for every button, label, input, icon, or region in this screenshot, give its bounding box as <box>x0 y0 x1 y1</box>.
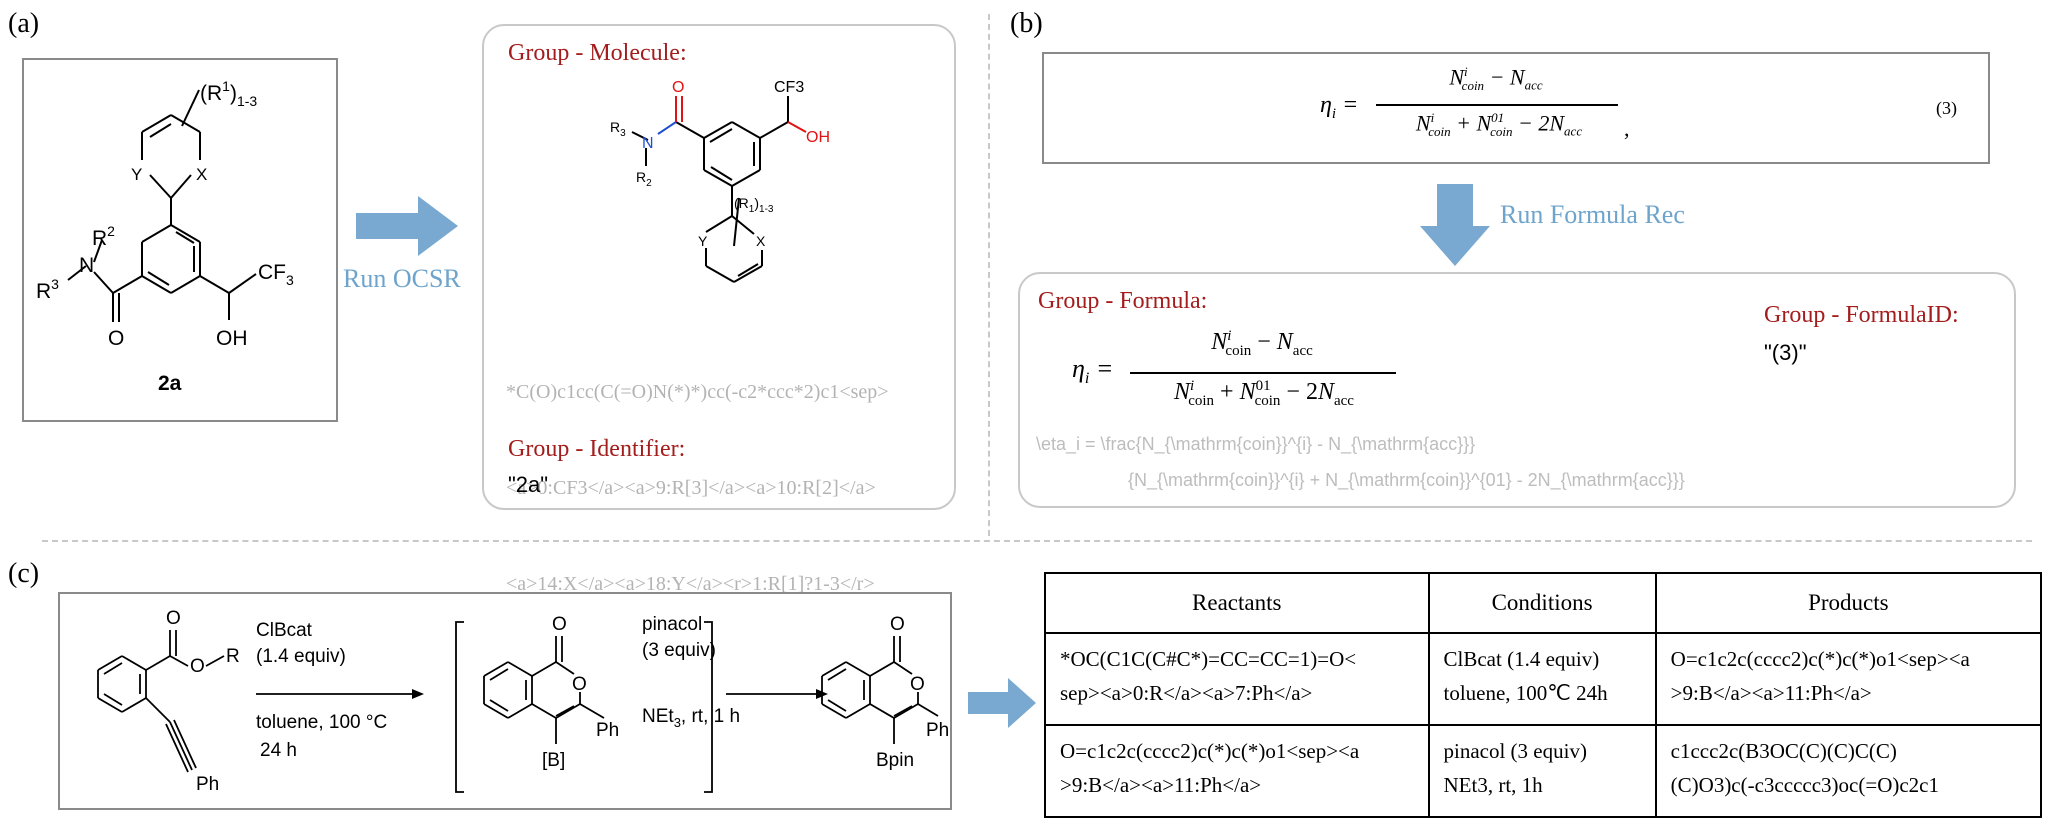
atom-o: O <box>910 674 925 695</box>
table-cell-conditions: ClBcat (1.4 equiv)toluene, 100℃ 24h <box>1427 632 1657 726</box>
atom-ph: Ph <box>926 720 949 741</box>
mol-atom-y: Y <box>698 233 708 249</box>
atom-o: O <box>572 674 587 695</box>
mol-atom-n: N <box>642 135 654 152</box>
smiles-line: <a>0:CF3</a><a>9:R[3]</a><a>10:R[2]</a> <box>506 477 876 499</box>
step2-reagent: pinacol <box>642 614 702 635</box>
atom-x: X <box>196 165 207 184</box>
run-ocsr-label: Run OCSR <box>343 264 461 293</box>
equation-number: (3) <box>1936 98 1957 118</box>
atom-o: O <box>166 608 181 629</box>
smiles-line: *C(O)c1cc(C(=O)N(*)*)cc(-c2*ccc*2)c1<sep… <box>506 381 889 403</box>
table-cell-products: c1ccc2c(B3OC(C)(C)C(C)(C)O3)c(-c3ccccc3)… <box>1654 724 2043 818</box>
vertical-divider <box>988 14 990 536</box>
atom-n: N <box>79 254 94 277</box>
table-row: O=c1c2c(cccc2)c(*)c(*)o1<sep><a>9:B</a><… <box>1044 724 2043 818</box>
step1-reagent: ClBcat <box>256 620 313 641</box>
atom-bpin: Bpin <box>876 750 914 771</box>
mol-atom-r3: R3 <box>610 119 626 139</box>
ocsr-result-card: Group - Molecule: <box>482 24 956 595</box>
column-header-reactants: Reactants <box>1044 572 1430 634</box>
run-formula-rec-arrow <box>1420 184 1490 266</box>
atom-r1: (R1)1-3 <box>200 78 257 109</box>
column-header-conditions: Conditions <box>1427 572 1657 634</box>
atom-ph: Ph <box>196 774 219 795</box>
reaction-image-frame: O O R Ph O O Ph [B] O O Ph Bpin ClBcat (… <box>58 592 952 810</box>
step1-equiv: (1.4 equiv) <box>256 646 346 667</box>
atom-o: O <box>552 614 567 635</box>
rendered-eq-numerator: Nicoin − Nacc <box>1211 328 1313 359</box>
panel-c-label: (c) <box>8 558 40 589</box>
mol-atom-oh: OH <box>806 129 830 146</box>
latex-line-2: {N_{\mathrm{coin}}^{i} + N_{\mathrm{coin… <box>1128 470 1685 490</box>
eq-comma: , <box>1624 116 1630 141</box>
compound-label-2a: 2a <box>158 372 182 395</box>
step1-time: 24 h <box>260 740 297 761</box>
eq-numerator: Nicoin − Nacc <box>1449 64 1543 93</box>
atom-r2: R2 <box>92 223 115 250</box>
mol-atom-cf3: CF3 <box>774 79 804 96</box>
rendered-eq-lhs: ηi = <box>1072 354 1114 388</box>
formula-result-card: Group - Formula: Group - FormulaID: "(3)… <box>1018 272 2016 508</box>
reaction-table: Reactants Conditions Products *OC(C1C(C#… <box>1044 572 2043 818</box>
identifier-value: "2a" <box>508 472 549 497</box>
group-molecule-title: Group - Molecule: <box>508 40 687 66</box>
run-formula-rec-label: Run Formula Rec <box>1500 200 1685 229</box>
table-cell-products: O=c1c2c(cccc2)c(*)c(*)o1<sep><a>9:B</a><… <box>1654 632 2043 726</box>
equation-image-frame: ηi = Nicoin − Nacc Nicoin + N01coin − 2N… <box>1042 52 1990 164</box>
table-cell-reactants: *OC(C1C(C#C*)=CC=CC=1)=O<sep><a>0:R</a><… <box>1044 632 1430 726</box>
eq-fraction-bar <box>1376 104 1618 106</box>
horizontal-divider <box>42 540 2032 542</box>
column-header-products: Products <box>1654 572 2043 634</box>
eq-lhs: ηi = <box>1320 92 1359 122</box>
mol-atom-r1: (R1)1-3 <box>734 195 774 215</box>
mol-atom-o: O <box>672 79 684 96</box>
mol-atom-x: X <box>756 233 766 249</box>
reaction-scheme: O O R Ph O O Ph [B] O O Ph Bpin ClBcat (… <box>97 608 949 795</box>
latex-line-1: \eta_i = \frac{N_{\mathrm{coin}}^{i} - N… <box>1036 434 1476 454</box>
atom-ph: Ph <box>596 720 619 741</box>
group-identifier-title: Group - Identifier: <box>508 436 686 462</box>
formulaid-value: "(3)" <box>1764 340 1807 365</box>
atom-oh: OH <box>216 327 248 350</box>
atom-y: Y <box>131 165 142 184</box>
table-row: *OC(C1C(C#C*)=CC=CC=1)=O<sep><a>0:R</a><… <box>1044 632 2043 726</box>
atom-b: [B] <box>542 750 565 771</box>
group-formulaid-title: Group - FormulaID: <box>1764 302 1959 328</box>
table-cell-reactants: O=c1c2c(cccc2)c(*)c(*)o1<sep><a>9:B</a><… <box>1044 724 1430 818</box>
mol-atom-r2: R2 <box>636 169 652 189</box>
table-cell-conditions: pinacol (3 equiv)NEt3, rt, 1h <box>1427 724 1657 818</box>
atom-r: R <box>226 646 240 667</box>
step2-equiv: (3 equiv) <box>642 640 716 661</box>
rendered-eq-denominator: Nicoin + N01coin − 2Nacc <box>1174 378 1354 409</box>
eq-denominator: Nicoin + N01coin − 2Nacc <box>1415 110 1583 139</box>
smiles-block: *C(O)c1cc(C(=O)N(*)*)cc(-c2*ccc*2)c1<sep… <box>506 312 889 664</box>
atom-o: O <box>890 614 905 635</box>
extract-table-arrow <box>968 678 1036 728</box>
atom-o: O <box>108 327 124 350</box>
ocsr-molecule-structure: O N R3 R2 CF3 OH (R1)1-3 Y X <box>610 79 830 283</box>
compound-2a-structure: Y X (R1)1-3 N R2 R3 O CF3 OH 2a <box>36 78 294 395</box>
group-formula-title: Group - Formula: <box>1038 288 1208 314</box>
rendered-eq-fraction-bar <box>1130 372 1396 374</box>
step1-solvent: toluene, 100 °C <box>256 712 387 733</box>
run-ocsr-arrow <box>356 196 458 256</box>
atom-o: O <box>190 656 205 677</box>
atom-r3: R3 <box>36 276 59 303</box>
smiles-line: <a>14:X</a><a>18:Y</a><r>1:R[1]?1-3</r> <box>506 573 875 595</box>
panel-b-label: (b) <box>1010 8 1043 39</box>
atom-cf3: CF3 <box>258 261 294 288</box>
panel-a-label: (a) <box>8 8 40 39</box>
panel-a-image-frame: Y X (R1)1-3 N R2 R3 O CF3 OH 2a <box>22 58 338 422</box>
step2-conditions: NEt3, rt, 1 h <box>642 706 740 730</box>
